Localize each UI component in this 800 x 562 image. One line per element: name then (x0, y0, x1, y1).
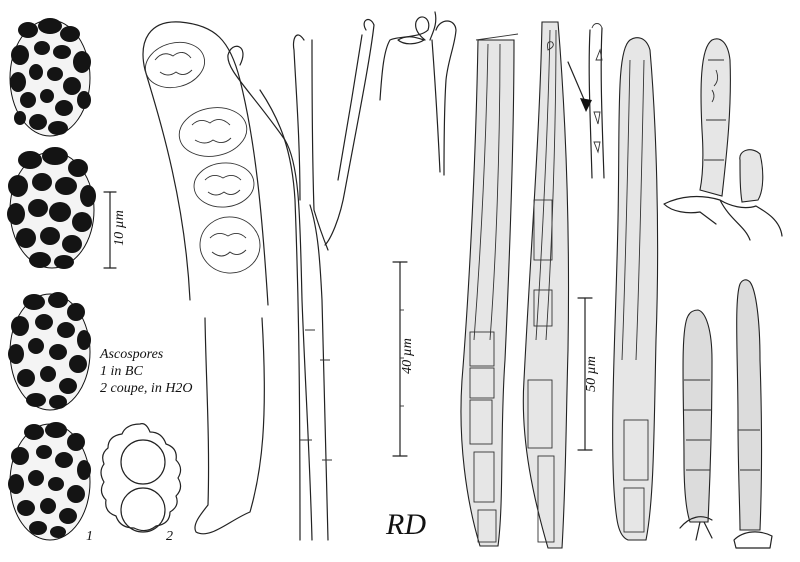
scale-bar-50um (577, 297, 593, 451)
scale-bar-40um (392, 261, 408, 457)
hair-small-bottom-1 (679, 309, 713, 541)
ascus-spore-2 (178, 107, 248, 157)
ascus-spore-1 (145, 41, 205, 89)
ascospore-3 (8, 292, 91, 411)
legend-line-1: Ascospores (100, 347, 164, 362)
scale-label-10um: 10 µm (112, 210, 127, 246)
legend-line-3: 2 coupe, in H2O (100, 381, 193, 396)
paraphyses (227, 18, 375, 541)
hair-1 (460, 33, 519, 547)
artist-signature: RD (386, 508, 426, 541)
spore-number-1: 1 (86, 529, 93, 544)
scale-label-50um: 50 µm (584, 356, 599, 392)
ascus-spore-4 (199, 216, 261, 274)
ascospore-2 (7, 147, 96, 269)
ascospore-1 (9, 18, 91, 137)
legend-line-2: 1 in BC (100, 364, 143, 379)
hair-cluster-top-right (663, 38, 783, 241)
spore-number-2: 2 (166, 529, 173, 544)
hair-3 (612, 37, 659, 541)
scale-bar-10um (103, 191, 117, 269)
ascospore-4 (8, 422, 91, 541)
hair-2 (522, 21, 570, 549)
arrow (567, 61, 592, 112)
ascospore-section-outline (100, 423, 182, 533)
scale-label-40um: 40 µm (400, 338, 415, 374)
ascus-with-spores (142, 21, 269, 306)
paraphyses-tips (379, 11, 457, 176)
ascus-spore-3 (193, 162, 255, 208)
ascus-base (194, 317, 265, 535)
hair-thin-with-arrow (588, 23, 605, 179)
hair-small-bottom-2 (733, 279, 773, 549)
